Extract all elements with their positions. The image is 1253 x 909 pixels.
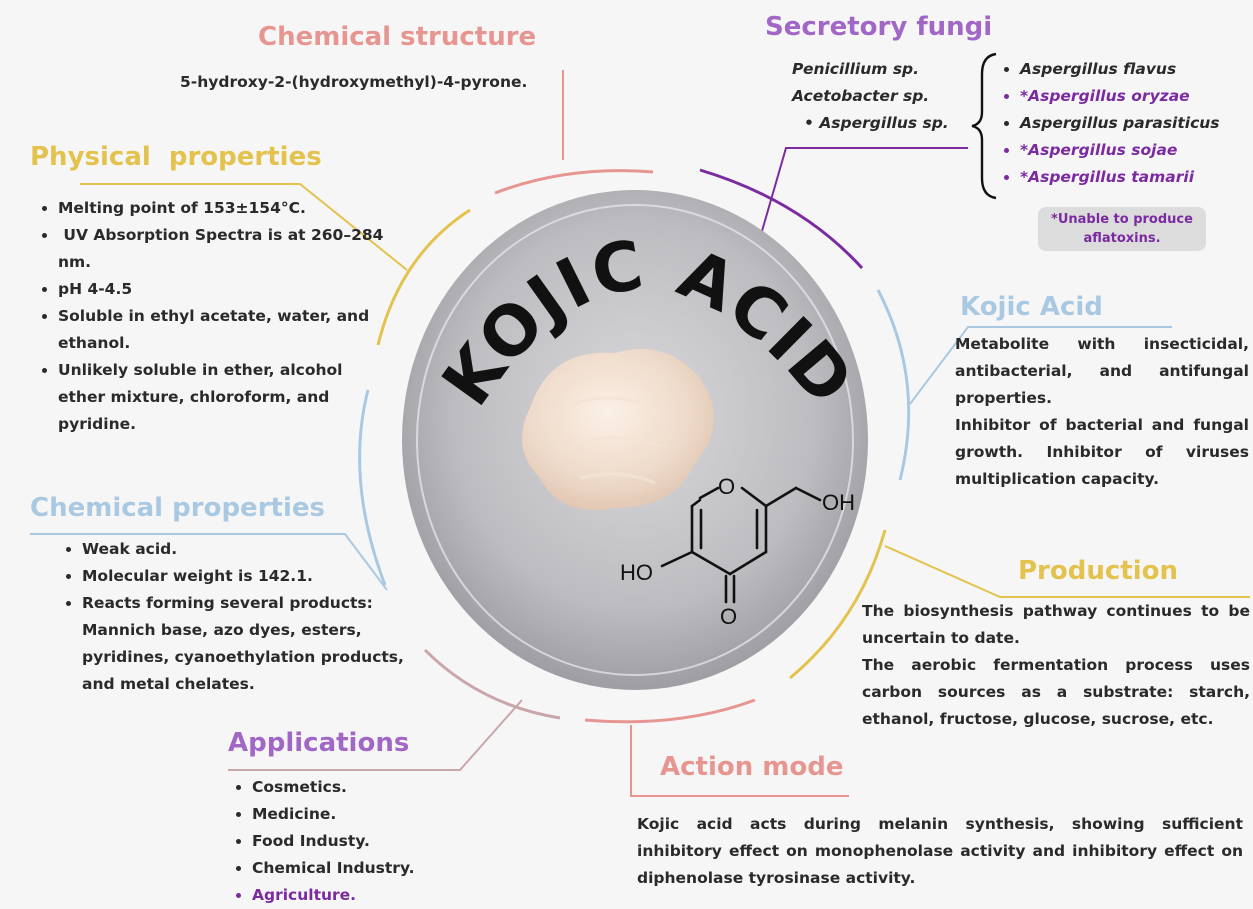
list-item: Soluble in ethyl acetate, water, and eth… (58, 303, 388, 357)
species-item: *Aspergillus sojae (1020, 137, 1220, 164)
ring-arc-bottom (584, 698, 756, 724)
kojic-acid-molecule (660, 486, 822, 604)
list-item: Medicine. (252, 801, 492, 828)
action-mode-text: Kojic acid acts during melanin synthesis… (637, 815, 1243, 887)
connector-kojic-acid (909, 326, 1172, 405)
ring-arc-top-right (699, 168, 864, 270)
secretory-fungi-heading: Secretory fungi (765, 12, 993, 42)
species-item: *Aspergillus tamarii (1020, 164, 1220, 191)
connector-physical-properties (80, 183, 408, 271)
aspergillus-species-list: Aspergillus flavus *Aspergillus oryzae A… (1000, 56, 1220, 191)
kojic-acid-description: Metabolite with insecticidal, antibacter… (955, 331, 1249, 493)
molecule-carbonyl-oxygen: O (720, 604, 737, 629)
list-item: Cosmetics. (252, 774, 492, 801)
kojic-acid-line: Inhibitor of bacterial and fungal growth… (955, 416, 1249, 488)
list-item: pH 4-4.5 (58, 276, 388, 303)
physical-properties-heading: Physical properties (30, 142, 322, 172)
svg-text:KOJIC ACID: KOJIC ACID (428, 226, 870, 422)
ring-arc-left (358, 389, 387, 586)
chemical-structure-text: 5-hydroxy-2-(hydroxymethyl)-4-pyrone. (180, 73, 528, 91)
list-item: Melting point of 153±154°C. (58, 195, 388, 222)
molecule-hydroxyl-left: HO (620, 560, 653, 585)
ring-arc-right (876, 289, 911, 481)
ring-arc-top-left (376, 208, 471, 346)
list-item: Molecular weight is 142.1. (82, 563, 417, 590)
chemical-properties-heading: Chemical properties (30, 493, 325, 523)
applications-list: Cosmetics. Medicine. Food Industy. Chemi… (232, 774, 492, 909)
fungi-brace (971, 52, 997, 200)
connector-action-mode (630, 725, 849, 797)
title-arc: KOJIC ACID (428, 226, 870, 422)
molecule-hydroxyl-right: OH (822, 490, 855, 515)
kojic-acid-powder (522, 348, 714, 510)
production-heading: Production (1018, 556, 1178, 586)
list-item: Food Industy. (252, 828, 492, 855)
ring-arc-top (494, 169, 654, 195)
action-mode-heading: Action mode (660, 752, 844, 782)
connector-chemical-properties (30, 533, 388, 591)
chemical-structure-heading: Chemical structure (258, 22, 537, 52)
species-item: Aspergillus flavus (1020, 56, 1220, 83)
applications-heading: Applications (228, 728, 410, 758)
connector-secretory-fungi (759, 147, 968, 239)
petri-dish-illustration: O OH HO O (402, 190, 868, 690)
fungi-genus-penicillium: Penicillium sp. (792, 60, 920, 78)
fungi-genus-aspergillus: • Aspergillus sp. (804, 114, 949, 132)
ring-arc-bottom-right (789, 529, 887, 680)
aflatoxin-note: *Unable to produce aflatoxins. (1038, 207, 1206, 251)
molecule-ring-oxygen: O (718, 474, 735, 499)
species-item: *Aspergillus oryzae (1020, 83, 1220, 110)
page-title: KOJIC ACID (428, 226, 868, 422)
list-item: Weak acid. (82, 536, 417, 563)
production-line: The biosynthesis pathway continues to be… (862, 602, 1250, 647)
fungi-genus-acetobacter: Acetobacter sp. (792, 87, 930, 105)
ring-arc-bottom-left (423, 648, 561, 720)
list-item: UV Absorption Spectra is at 260–284 nm. (58, 222, 388, 276)
production-line: The aerobic fermentation process uses ca… (862, 656, 1250, 728)
fungi-genus-list: Penicillium sp. Acetobacter sp. • Asperg… (792, 56, 949, 137)
kojic-acid-heading: Kojic Acid (960, 292, 1103, 322)
list-item: Unlikely soluble in ether, alcohol ether… (58, 357, 388, 438)
list-item: Agriculture. (252, 882, 492, 909)
chemical-properties-list: Weak acid. Molecular weight is 142.1. Re… (62, 536, 417, 698)
list-item: Reacts forming several products: Mannich… (82, 590, 417, 698)
production-description: The biosynthesis pathway continues to be… (862, 598, 1250, 733)
kojic-acid-line: Metabolite with insecticidal, antibacter… (955, 335, 1249, 407)
list-item: Chemical Industry. (252, 855, 492, 882)
physical-properties-list: Melting point of 153±154°C. UV Absorptio… (38, 195, 388, 438)
species-item: Aspergillus parasiticus (1020, 110, 1220, 137)
petri-dish-rim (416, 204, 854, 676)
connector-production (884, 545, 1250, 598)
connector-applications (228, 699, 523, 771)
